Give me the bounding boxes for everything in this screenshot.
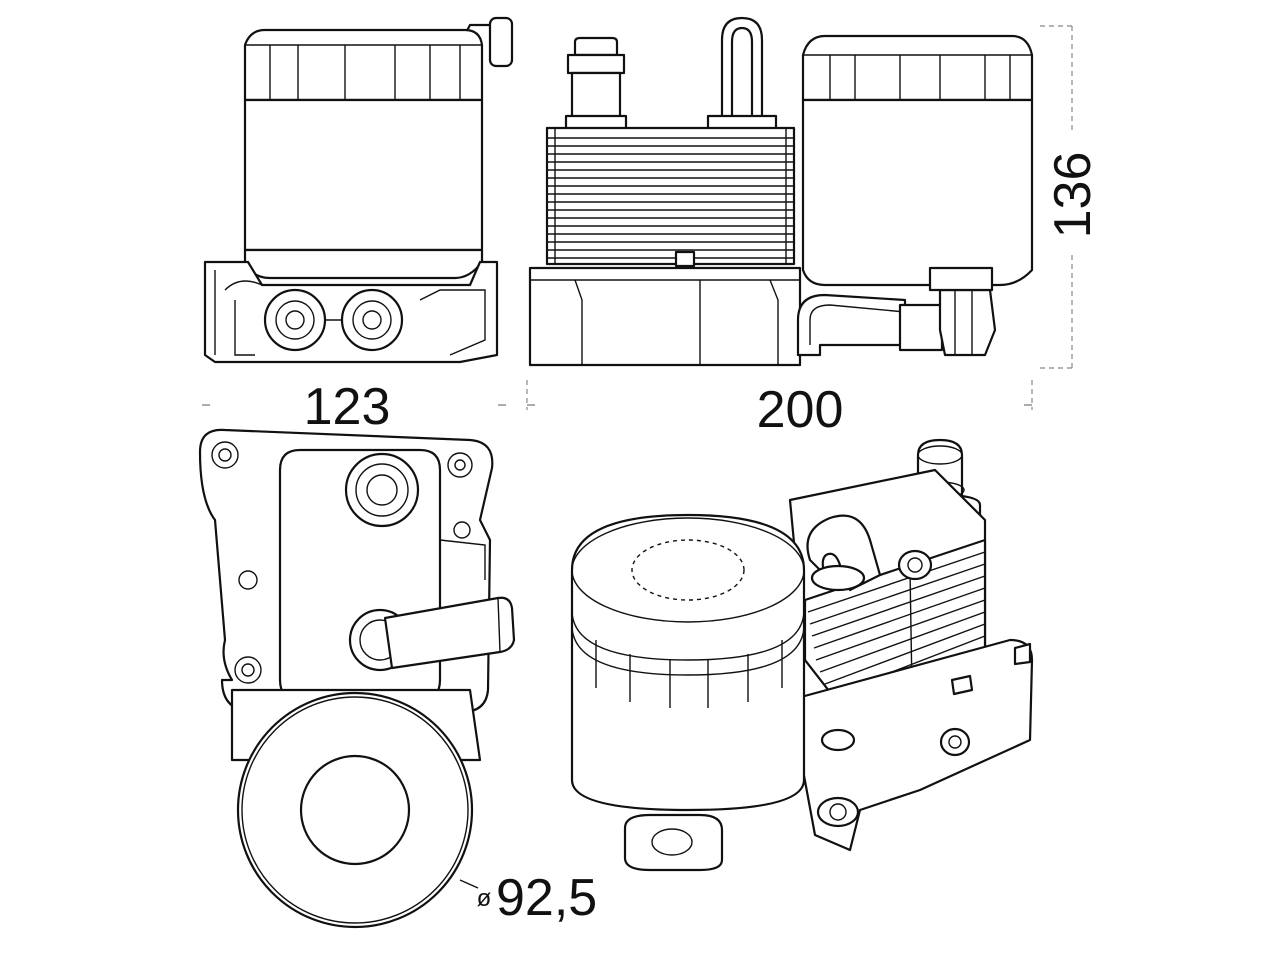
dimension-height-label: 136 — [1044, 152, 1102, 239]
top-view — [198, 428, 516, 929]
isometric-view — [570, 438, 1034, 872]
side-view — [203, 16, 514, 364]
cooler-fins — [547, 128, 794, 264]
dimension-diameter-label: 92,5 — [496, 869, 597, 927]
dimension-depth-label: 123 — [304, 378, 391, 436]
dimension-width-label: 200 — [757, 381, 844, 439]
front-view — [528, 16, 1034, 367]
dimension-lines — [202, 25, 1073, 410]
diameter-symbol: ø — [477, 885, 492, 912]
